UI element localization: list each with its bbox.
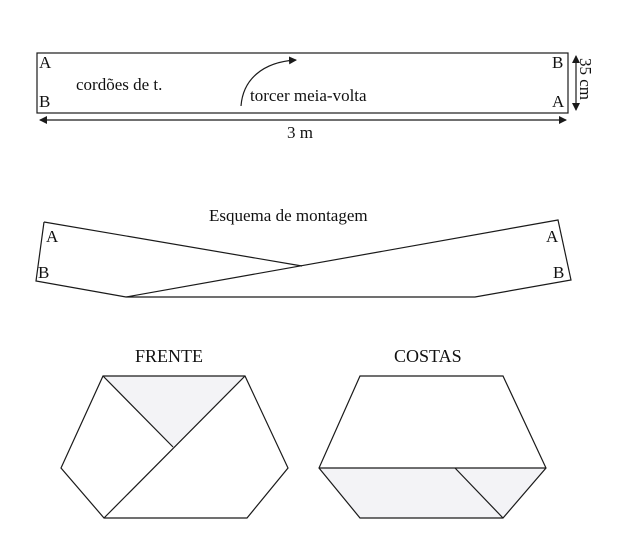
assembly-panel: Esquema de montagem A B A B bbox=[35, 206, 572, 298]
strip-twist-label: torcer meia-volta bbox=[250, 86, 367, 105]
strip-rectangle bbox=[36, 52, 569, 114]
strip-corner-bottom-right: A bbox=[552, 92, 565, 111]
front-diagonal-short bbox=[102, 375, 174, 448]
strip-panel: A B B A cordões de t. torcer meia-volta … bbox=[36, 52, 595, 142]
assembly-right-top-label: A bbox=[546, 227, 559, 246]
back-title: COSTAS bbox=[394, 346, 462, 366]
back-panel: COSTAS bbox=[318, 346, 547, 519]
front-shaded-triangle bbox=[103, 376, 245, 447]
assembly-title: Esquema de montagem bbox=[209, 206, 368, 225]
strip-width-label: 3 m bbox=[287, 123, 313, 142]
strip-corner-top-right: B bbox=[552, 53, 563, 72]
twist-arrow bbox=[240, 56, 297, 107]
back-diagonal bbox=[454, 467, 504, 519]
assembly-left-bottom-label: B bbox=[38, 263, 49, 282]
strip-corner-top-left: A bbox=[39, 53, 52, 72]
front-title: FRENTE bbox=[135, 346, 203, 366]
assembly-twisted-band bbox=[35, 219, 572, 298]
front-diagonal-long bbox=[103, 375, 246, 519]
strip-cords-label: cordões de t. bbox=[76, 75, 162, 94]
front-panel: FRENTE bbox=[60, 346, 289, 519]
assembly-right-bottom-label: B bbox=[553, 263, 564, 282]
assembly-band-top-edge bbox=[43, 221, 303, 267]
assembly-left-top-label: A bbox=[46, 227, 59, 246]
strip-corner-bottom-left: B bbox=[39, 92, 50, 111]
back-shaded-band bbox=[319, 468, 546, 518]
strip-height-label: 35 cm bbox=[576, 58, 595, 100]
